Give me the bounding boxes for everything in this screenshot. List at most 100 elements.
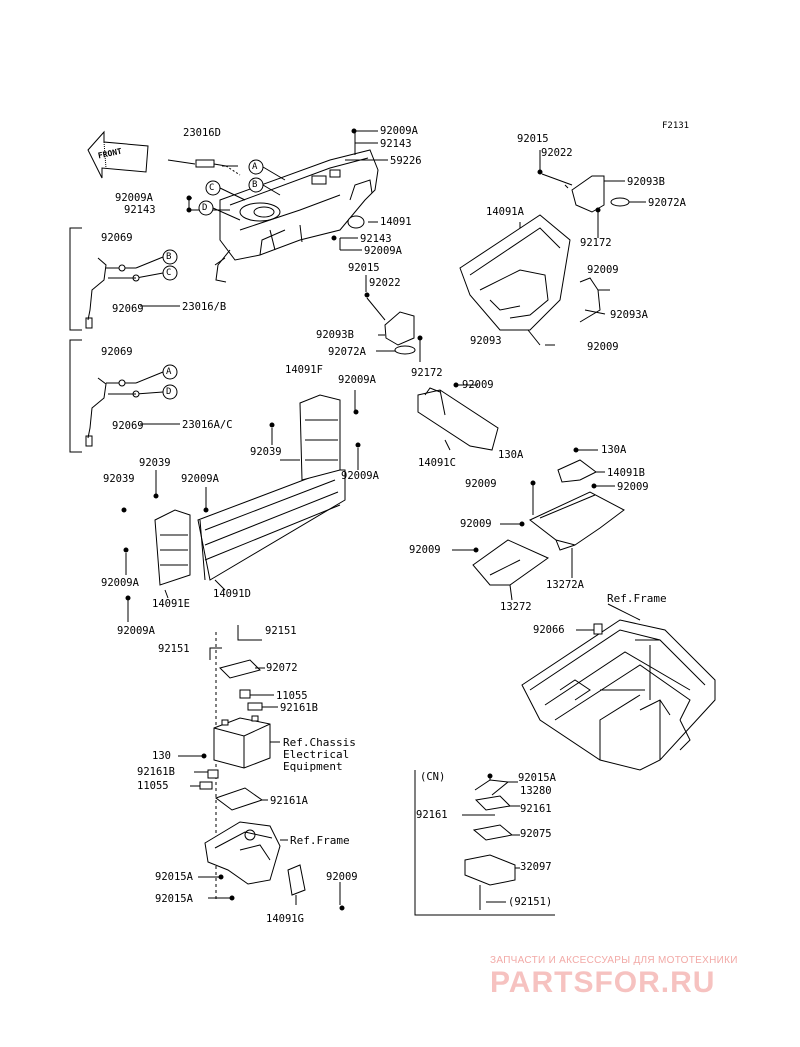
panel-14091d-drawing: [198, 470, 345, 590]
floor-panel-13272-drawing: [452, 481, 548, 600]
part-label: 11055: [137, 780, 169, 792]
battery-stack-drawing: [178, 625, 280, 900]
part-label: 92143: [360, 233, 392, 245]
part-label: 32097: [520, 861, 552, 873]
panel-14091e-drawing: [122, 470, 208, 622]
watermark-logo: PARTSFOR.RU: [490, 966, 716, 999]
part-label: (92151): [508, 896, 553, 908]
callout-d: D: [202, 203, 208, 213]
part-label: 92069: [101, 232, 133, 244]
panel-14091f-drawing: [270, 390, 360, 480]
diagram-code: F2131: [662, 121, 690, 131]
part-label: 14091E: [152, 598, 190, 610]
part-label: 92015: [348, 262, 380, 274]
part-label: 92093: [470, 335, 502, 347]
part-label: 92009A: [338, 374, 376, 386]
inset-box-23016b: [70, 228, 180, 330]
part-label: 92009: [587, 264, 619, 276]
part-label: 14091G: [266, 913, 304, 925]
part-label: 92143: [124, 204, 156, 216]
leader-lines: [187, 129, 388, 250]
main-frame-drawing: [522, 604, 715, 770]
part-label: 92009A: [380, 125, 418, 137]
part-label: 92161B: [137, 766, 175, 778]
callout-circles: [163, 160, 285, 399]
part-label: 92093A: [610, 309, 648, 321]
part-label: 92009: [465, 478, 497, 490]
ref-frame-label: Ref.Frame: [607, 592, 667, 605]
part-label: 92015: [517, 133, 549, 145]
callout-d-inset: D: [166, 387, 172, 397]
part-label: 92015A: [518, 772, 556, 784]
part-label: 92069: [112, 303, 144, 315]
part-label: 92161: [520, 803, 552, 815]
part-label: 92161: [416, 809, 448, 821]
part-label: 130A: [601, 444, 627, 456]
callout-a-inset: A: [166, 367, 172, 377]
part-label: 92039: [103, 473, 135, 485]
part-label: 92022: [541, 147, 573, 159]
watermark-tagline: ЗАПЧАСТИ И АКСЕССУАРЫ ДЛЯ МОТОТЕХНИКИ: [490, 955, 738, 966]
bracket-right-top-drawing: [538, 150, 646, 238]
part-label: 92161B: [280, 702, 318, 714]
part-label: 92143: [380, 138, 412, 150]
part-label: 92072: [266, 662, 298, 674]
part-label: 14091F: [285, 364, 323, 376]
part-label: 92009A: [115, 192, 153, 204]
part-label: 92009: [409, 544, 441, 556]
part-label: 14091A: [486, 206, 524, 218]
callout-c: C: [209, 183, 215, 193]
part-label: 92009A: [181, 473, 219, 485]
cn-label: (CN): [420, 771, 446, 783]
part-label: 92009A: [117, 625, 155, 637]
part-label: 92151: [158, 643, 190, 655]
part-label: 92075: [520, 828, 552, 840]
callout-b: B: [252, 180, 258, 190]
part-label: 92072A: [648, 197, 686, 209]
cable-23016d-drawing: [168, 160, 240, 175]
part-label: 92172: [411, 367, 443, 379]
part-label: 92009: [326, 871, 358, 883]
part-label: 92022: [369, 277, 401, 289]
part-label: 92069: [101, 346, 133, 358]
part-label: 59226: [390, 155, 422, 167]
part-label: 92072A: [328, 346, 366, 358]
bracket-mid-drawing: [365, 275, 422, 362]
part-label: 92039: [139, 457, 171, 469]
part-label: 92009: [617, 481, 649, 493]
floor-panel-13272a-drawing: [530, 448, 624, 578]
part-label: 92009: [462, 379, 494, 391]
part-label: 92009: [587, 341, 619, 353]
inset-box-23016ac: [70, 340, 180, 452]
part-label: 92151: [265, 625, 297, 637]
upper-frame-assembly-drawing: [215, 150, 378, 282]
part-label: 23016/B: [182, 301, 227, 313]
part-label: 92009A: [101, 577, 139, 589]
part-label: 92093B: [316, 329, 354, 341]
part-label: 92172: [580, 237, 612, 249]
callout-c-inset: C: [166, 268, 172, 278]
cn-bracket-box: [415, 770, 555, 915]
part-label: 92015A: [155, 871, 193, 883]
part-label: 23016A/C: [182, 419, 233, 431]
part-label: 11055: [276, 690, 308, 702]
part-label: 14091: [380, 216, 412, 228]
front-arrow-icon: [88, 132, 148, 178]
part-label: 92161A: [270, 795, 308, 807]
part-label: 92069: [112, 420, 144, 432]
part-label: 92039: [250, 446, 282, 458]
part-label: 14091B: [607, 467, 645, 479]
part-label: 92066: [533, 624, 565, 636]
ref-frame-label: Ref.Frame: [290, 834, 350, 847]
part-label: 92015A: [155, 893, 193, 905]
part-label: 13272: [500, 601, 532, 613]
part-label: 130A: [498, 449, 524, 461]
part-label: 13280: [520, 785, 552, 797]
ref-chassis-electrical-label: Ref.Chassis Electrical Equipment: [283, 736, 356, 773]
part-label: 92009: [460, 518, 492, 530]
callout-a: A: [252, 162, 258, 172]
part-label: 92009A: [364, 245, 402, 257]
callout-b-inset: B: [166, 252, 172, 262]
part-label: 130: [152, 750, 171, 762]
